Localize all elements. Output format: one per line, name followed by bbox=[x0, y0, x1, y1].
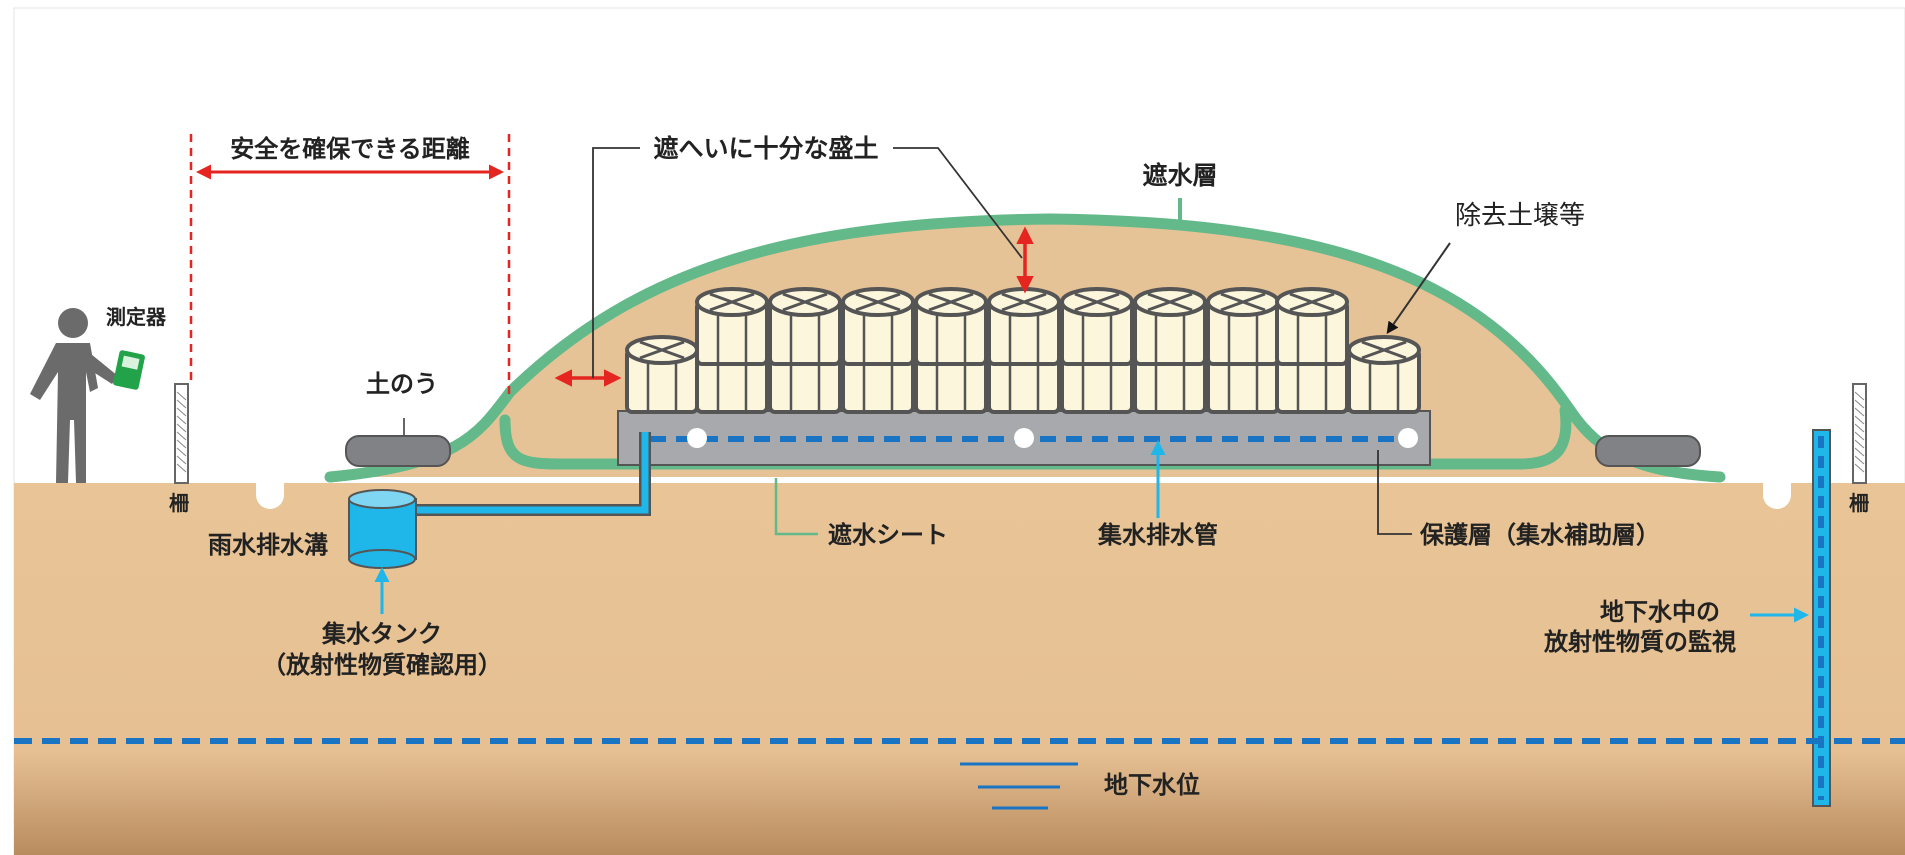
ditch-left bbox=[256, 483, 284, 509]
label-rain-ditch: 雨水排水溝 bbox=[208, 531, 328, 559]
bag bbox=[1206, 287, 1280, 366]
bag bbox=[768, 287, 842, 366]
label-water-barrier-layer: 遮水層 bbox=[1142, 161, 1217, 190]
label-safe-distance: 安全を確保できる距離 bbox=[230, 135, 470, 163]
label-drain-pipe: 集水排水管 bbox=[1097, 521, 1218, 549]
label-meter: 測定器 bbox=[106, 305, 167, 329]
water-table-icon bbox=[960, 762, 1078, 810]
leader-removed-soil bbox=[1386, 242, 1451, 334]
bag bbox=[1133, 287, 1207, 366]
ground bbox=[14, 483, 1905, 855]
sandbag-right bbox=[1595, 435, 1701, 467]
label-fence-left: 柵 bbox=[169, 491, 189, 515]
pipe-outlet bbox=[1398, 428, 1418, 448]
bag bbox=[625, 335, 699, 414]
bag bbox=[841, 287, 915, 366]
label-tank-line2: （放射性物質確認用） bbox=[262, 651, 502, 679]
label-water-sheet: 遮水シート bbox=[828, 521, 948, 549]
pipe-outlet bbox=[687, 428, 707, 448]
label-tank-line1: 集水タンク bbox=[321, 620, 442, 648]
bag bbox=[987, 287, 1061, 366]
collection-tank bbox=[348, 489, 417, 569]
bag bbox=[1347, 335, 1421, 414]
label-water-table: 地下水位 bbox=[1104, 771, 1200, 799]
bag bbox=[1060, 287, 1134, 366]
leader-protective-layer bbox=[1377, 450, 1412, 535]
removed-soil-bags bbox=[625, 287, 1421, 414]
label-groundwater-line2: 放射性物質の監視 bbox=[1543, 628, 1736, 656]
label-fence-right: 柵 bbox=[1849, 491, 1869, 515]
leader-embankment-right bbox=[893, 147, 1023, 259]
leader-water-sheet bbox=[774, 478, 818, 536]
leader-embankment-left bbox=[592, 147, 640, 378]
pipe-outlet bbox=[1014, 428, 1034, 448]
label-removed-soil: 除去土壌等 bbox=[1455, 201, 1585, 231]
bag bbox=[1275, 287, 1349, 366]
person-icon bbox=[30, 308, 118, 483]
sandbag-left bbox=[345, 435, 451, 467]
label-sandbag: 土のう bbox=[366, 370, 438, 398]
pipe-to-tank bbox=[412, 432, 649, 514]
label-embankment: 遮へいに十分な盛土 bbox=[653, 134, 878, 163]
meter-icon bbox=[113, 350, 145, 390]
label-protective-layer: 保護層（集水補助層） bbox=[1419, 521, 1660, 549]
bag bbox=[695, 287, 769, 366]
water-barrier-layer bbox=[324, 213, 1726, 483]
ditch-right bbox=[1763, 483, 1791, 509]
bag bbox=[914, 287, 988, 366]
label-groundwater-line1: 地下水中の bbox=[1600, 598, 1720, 626]
